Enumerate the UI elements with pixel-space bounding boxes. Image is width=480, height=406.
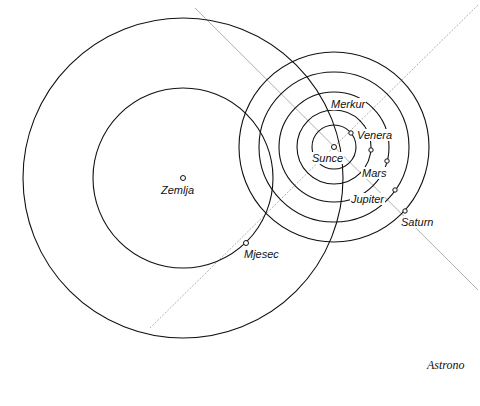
planet-orbit (259, 72, 409, 222)
body-label: Sunce (311, 152, 344, 164)
body-label: Merkur (330, 98, 366, 110)
planet-dot (369, 148, 373, 152)
guide-line (195, 8, 478, 290)
body-label: Saturn (400, 216, 434, 228)
body-label: Mars (361, 167, 387, 179)
caption-fragment: Astrono (426, 359, 466, 372)
planet-dot (403, 209, 407, 213)
body-label: Mjesec (243, 248, 280, 260)
planet-orbit (312, 125, 356, 169)
planet-dot (393, 188, 397, 192)
body-label: Jupiter (350, 193, 385, 205)
planet-dot (349, 131, 353, 135)
body-label: Zemlja (160, 184, 195, 196)
sun-dot (332, 145, 337, 150)
guide-line (150, 5, 478, 328)
body-label: Venera (356, 129, 393, 141)
earth-dot (181, 176, 186, 181)
planet-orbit (239, 52, 429, 242)
planet-orbit (279, 92, 389, 202)
planet-dot (385, 159, 389, 163)
planet-orbit (297, 110, 371, 184)
moon-dot (244, 241, 249, 246)
moon-orbit (93, 88, 273, 268)
sun-orbit (23, 18, 343, 338)
